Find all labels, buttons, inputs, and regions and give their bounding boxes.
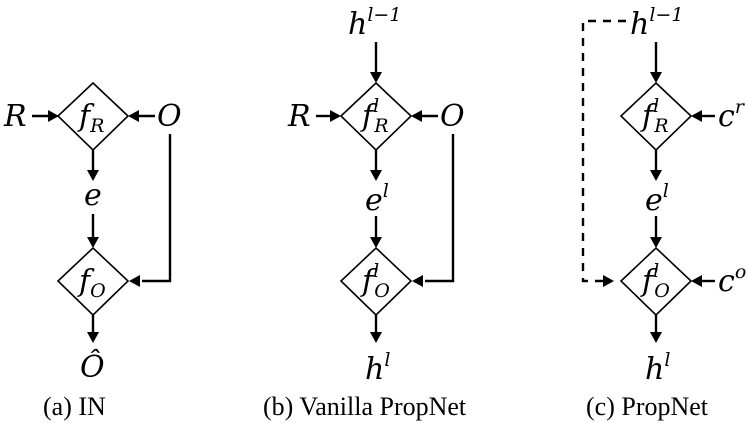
panel-c-fr-sub: R	[653, 115, 668, 137]
panel-c-arrowhead-e-fo	[650, 237, 662, 248]
panel-b-top-sup: l−1	[367, 4, 401, 26]
panel-a-arrowhead-e-fo	[87, 237, 99, 248]
panel-c-arrowhead-skip	[603, 275, 614, 287]
panel-b-arrowhead-fo-out	[370, 332, 382, 343]
panel-b-out-base: h	[365, 352, 384, 387]
panel-a-output: Ô	[80, 349, 105, 385]
panel-b-fo-sup: l	[373, 260, 379, 282]
panel-a-o-path	[142, 134, 172, 283]
panel-b-caption: (b) Vanilla PropNet	[263, 392, 467, 421]
panel-c-out-label: hl	[645, 349, 670, 387]
panel-b-arrowhead-o	[411, 110, 422, 122]
panel-b-top-base: h	[348, 7, 367, 42]
panel-c-cr-sup: r	[735, 96, 746, 118]
panel-b-arrowhead-top	[370, 72, 382, 83]
panel-c-cr-label: cr	[718, 96, 746, 134]
panel-c-caption: (c) PropNet	[586, 392, 709, 421]
panel-c-e-sup: l	[663, 180, 669, 202]
panel-c-arrowhead-fo-out	[650, 332, 662, 343]
panel-a-arrowhead-fr-e	[87, 170, 99, 181]
panel-c-arrowhead-fr-e	[650, 170, 662, 181]
panel-b-fo-sub: O	[374, 280, 390, 302]
panel-c-cr-base: c	[718, 99, 735, 134]
panel-a-e: e	[84, 178, 102, 213]
panel-b-out-label: hl	[365, 349, 390, 387]
panel-c-co-label: co	[718, 261, 746, 299]
panel-c-out-base: h	[645, 352, 664, 387]
panel-c-fr-sup: l	[653, 95, 659, 117]
panel-b-input-r: R	[287, 99, 311, 134]
panel-b-e-base: e	[365, 183, 383, 218]
panel-c-arrowhead-top	[650, 72, 662, 83]
panel-b-out-sup: l	[384, 349, 390, 371]
panel-b-arrowhead-r	[330, 110, 341, 122]
panel-b-arrowhead-fr-e	[370, 170, 382, 181]
panel-b-e-label: el	[365, 180, 389, 218]
panel-a-caption: (a) IN	[43, 392, 106, 421]
panel-a-arrowhead-o	[128, 110, 139, 122]
panel-b-fr-sub: R	[373, 115, 388, 137]
panel-c-top-base: h	[630, 7, 649, 42]
panel-b-e-sup: l	[383, 180, 389, 202]
panel-c-co-sup: o	[735, 261, 746, 283]
panel-c-arrowhead-cr	[691, 110, 702, 122]
panel-a-input-o: O	[157, 99, 182, 134]
panel-c-top-sup: l−1	[649, 4, 683, 26]
panel-b-input-o: O	[440, 99, 465, 134]
panel-a-input-r: R	[3, 99, 27, 134]
panel-a-fo-sub: O	[90, 280, 106, 302]
panel-c-e-label: el	[645, 180, 669, 218]
panel-b-o-path	[425, 134, 455, 283]
panel-c-e-base: e	[645, 183, 663, 218]
panel-c-fo-sub: O	[654, 280, 670, 302]
panel-b-arrowhead-e-fo	[370, 237, 382, 248]
panel-c-arrowhead-co	[691, 275, 702, 287]
panel-c-out-sup: l	[664, 349, 670, 371]
panel-a-arrowhead-o2	[129, 275, 140, 287]
panel-a-fr-sub: R	[89, 115, 104, 137]
panel-a-arrowhead-r	[48, 110, 59, 122]
panel-c-skip-connection	[581, 19, 626, 283]
panel-b-top-label: hl−1	[348, 4, 401, 42]
panel-a-arrowhead-fo-out	[87, 332, 99, 343]
panel-a: R fR O e fO Ô (a) IN	[3, 81, 182, 421]
panel-c-co-base: c	[718, 264, 735, 299]
panel-b-fr-sup: l	[373, 95, 379, 117]
panel-c-top-label: hl−1	[630, 4, 683, 42]
panel-b-arrowhead-o2	[412, 275, 423, 287]
panel-c-fo-sup: l	[653, 260, 659, 282]
